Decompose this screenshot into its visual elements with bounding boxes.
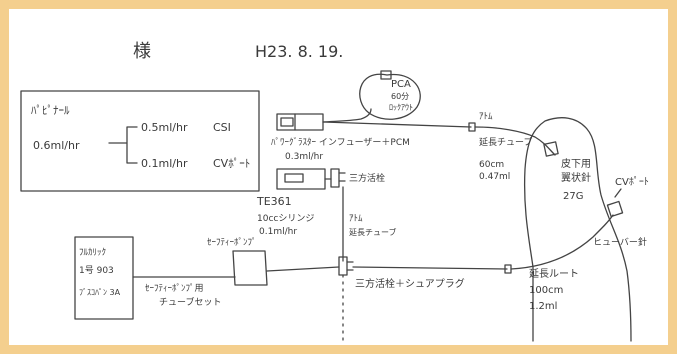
cv-port-label: CVﾎﾟｰﾄ [615, 176, 649, 188]
bag-line3: ﾌﾞｽｺﾊﾟﾝ 3A [79, 288, 121, 297]
pca-volume: 60分 [391, 92, 409, 101]
atom-vertical-brand: ｱﾄﾑ [349, 214, 363, 224]
ext-route-length: 100cm [529, 285, 563, 296]
safety-pump-label: ｾｰﾌﾃｨｰﾎﾟﾝﾌﾟ [207, 237, 257, 248]
te361-device [277, 169, 325, 189]
ext-route-volume: 1.2ml [529, 301, 557, 312]
pump-tube-line2: チューブセット [159, 296, 221, 308]
te361-syringe [285, 174, 303, 182]
stopcock-top-ports [339, 173, 345, 181]
stopcock-bottom-label: 三方活栓＋シュアプラグ [355, 277, 465, 290]
pump-tube-line1: ｾｰﾌﾃｨｰﾎﾟﾝﾌﾟ用 [145, 283, 204, 294]
med-rate-total: 0.6ml/hr [33, 139, 80, 152]
pca-loop [360, 74, 420, 119]
ext-route-line-a [353, 267, 507, 269]
pca-connector-line [323, 109, 371, 122]
stopcock-top-symbol [331, 169, 339, 187]
date-label: H23. 8. 19. [255, 42, 343, 61]
ext-upper-volume: 0.47ml [479, 172, 510, 182]
bag-line2: 1号 903 [79, 265, 114, 276]
infuser-rate: 0.3ml/hr [285, 152, 323, 162]
ext-upper-brand: ｱﾄﾑ [479, 112, 493, 122]
ext-upper-length: 60cm [479, 160, 504, 170]
med-dest-cv: CVﾎﾟｰﾄ [213, 157, 250, 170]
med-title: ﾊﾟﾋﾟﾅｰﾙ [31, 104, 70, 117]
te361-rate: 0.1ml/hr [259, 227, 297, 237]
subq-name: 皮下用 [561, 157, 591, 170]
safety-pump-device [233, 251, 267, 285]
pca-lockout: ﾛｯｸｱｳﾄ [389, 103, 413, 112]
atom-vertical-name: 延長チューブ [349, 227, 397, 237]
stopcock-top-label: 三方活栓 [349, 172, 385, 184]
subq-needle-symbol [544, 142, 558, 156]
med-rate-cv: 0.1ml/hr [141, 157, 188, 170]
ext-upper-name: 延長チューブ [479, 136, 532, 148]
bag-line1: ﾌﾙｶﾘｯｸ [79, 247, 106, 258]
infuser-name: ﾊﾟﾜｰｸﾞﾗｽﾀｰ インフューザー＋PCM [271, 137, 410, 148]
te361-syringe-label: 10ccシリンジ [257, 214, 314, 224]
infuser-reservoir [281, 118, 293, 126]
infusion-diagram: 様 H23. 8. 19. ﾊﾟﾋﾟﾅｰﾙ 0.6ml/hr 0.5ml/hr … [9, 9, 668, 345]
subq-needle: 翼状針 [561, 171, 591, 184]
cv-port-needle-symbol [607, 201, 622, 216]
split-bracket [109, 127, 137, 163]
pump-to-stopcock-line [267, 267, 339, 271]
pca-name: PCA [391, 79, 411, 90]
infuser-device [277, 114, 323, 130]
te361-name: TE361 [256, 195, 292, 208]
cv-port-pointer [615, 189, 621, 197]
ext-route-name: 延長ルート [529, 268, 579, 280]
stopcock-bottom-ports [347, 262, 353, 270]
cv-port-needle: ヒューバー針 [593, 236, 647, 248]
subq-gauge: 27G [563, 191, 583, 202]
med-rate-csi: 0.5ml/hr [141, 121, 188, 134]
sketch-paper: 様 H23. 8. 19. ﾊﾟﾋﾟﾅｰﾙ 0.6ml/hr 0.5ml/hr … [9, 9, 668, 345]
patient-honorific: 様 [133, 41, 151, 62]
infuser-line [323, 122, 471, 127]
med-dest-csi: CSI [213, 121, 231, 134]
